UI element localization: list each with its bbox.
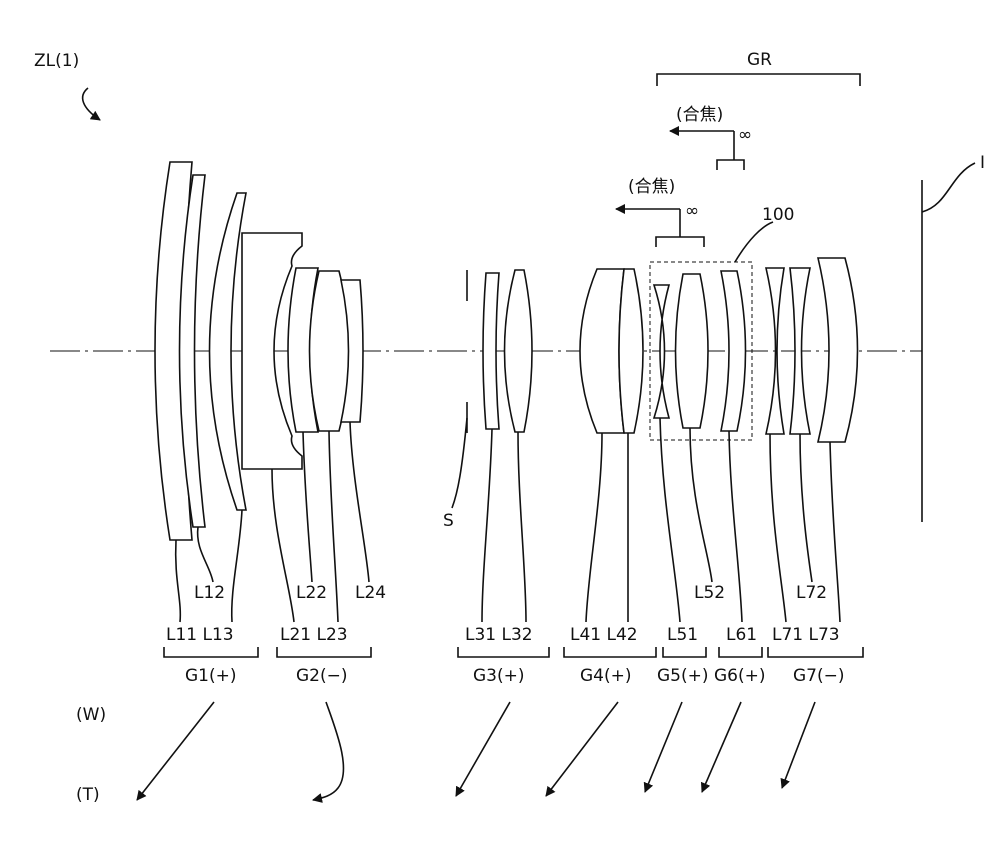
group-label-g5: G5(+) xyxy=(657,666,709,686)
motion-arrow-g2 xyxy=(312,701,345,803)
group-bracket-g6 xyxy=(718,647,763,658)
group-bracket-g3 xyxy=(457,647,550,658)
lens-l42 xyxy=(618,268,644,434)
lens-label-l22: L22 xyxy=(296,583,327,603)
focus-lower-infinity: ∞ xyxy=(685,201,699,221)
figure-label: ZL(1) xyxy=(34,51,79,71)
lens-label-l52: L52 xyxy=(694,583,725,603)
aperture-stop-leader xyxy=(451,417,468,509)
lens-l71 xyxy=(764,267,785,435)
lens-l73 xyxy=(816,257,859,443)
group-label-g7: G7(−) xyxy=(793,666,845,686)
group-label-g4: G4(+) xyxy=(580,666,632,686)
group-label-g6: G6(+) xyxy=(714,666,766,686)
image-plane-label: I xyxy=(980,153,985,173)
motion-arrow-g4 xyxy=(545,701,619,797)
group-label-g3: G3(+) xyxy=(473,666,525,686)
group-brackets xyxy=(163,647,864,658)
lens-label-l72: L72 xyxy=(796,583,827,603)
group-bracket-g5 xyxy=(662,647,707,658)
group-label-g2: G2(−) xyxy=(296,666,348,686)
lens-label-l11-l13: L11 L13 xyxy=(166,625,234,645)
lens-label-l24: L24 xyxy=(355,583,386,603)
image-plane-leader xyxy=(921,162,976,213)
group-bracket-g7 xyxy=(767,647,864,658)
tele-position-label: (T) xyxy=(76,785,100,805)
lens-l31 xyxy=(482,272,500,430)
figure-label-arrow xyxy=(81,87,101,121)
aperture-stop-label: S xyxy=(443,511,454,531)
lens-label-l61: L61 xyxy=(726,625,757,645)
gr-label: GR xyxy=(747,50,772,70)
lens-l51 xyxy=(652,284,671,419)
lens-label-l41-l42: L41 L42 xyxy=(570,625,638,645)
motion-arrow-g6 xyxy=(700,701,742,793)
lens-label-l71-l73: L71 L73 xyxy=(772,625,840,645)
motion-arrow-g5 xyxy=(643,701,683,793)
focus-upper-label: (合焦) xyxy=(676,105,723,125)
focus-lower-bracket xyxy=(655,236,705,247)
focus-lower-label: (合焦) xyxy=(628,177,675,197)
group-bracket-g4 xyxy=(563,647,657,658)
motion-arrow-g3 xyxy=(455,701,511,797)
lens-l12 xyxy=(178,174,206,528)
lens-l61 xyxy=(720,270,747,432)
unit-100-label: 100 xyxy=(762,205,794,225)
group-bracket-g2 xyxy=(276,647,372,658)
gr-bracket xyxy=(656,73,861,86)
motion-arrow-g1 xyxy=(136,701,215,801)
lens-label-l12: L12 xyxy=(194,583,225,603)
focus-upper-infinity: ∞ xyxy=(738,125,752,145)
unit-100-leader xyxy=(734,221,774,263)
lens-l52 xyxy=(674,273,709,429)
motion-arrow-g7 xyxy=(780,701,816,789)
lens-l32 xyxy=(503,269,533,433)
lens-leaders xyxy=(174,417,841,623)
wide-position-label: (W) xyxy=(76,705,106,725)
group-bracket-g1 xyxy=(163,647,259,658)
lens-label-l51: L51 xyxy=(667,625,698,645)
focus-upper-bracket xyxy=(716,159,745,170)
lens-l41 xyxy=(579,268,625,434)
unit-100-box xyxy=(649,261,753,441)
group-label-g1: G1(+) xyxy=(185,666,237,686)
lens-l72 xyxy=(789,267,811,435)
lens-label-l21-l23: L21 L23 xyxy=(280,625,348,645)
lens-label-l31-l32: L31 L32 xyxy=(465,625,533,645)
lens-l21 xyxy=(241,232,303,470)
